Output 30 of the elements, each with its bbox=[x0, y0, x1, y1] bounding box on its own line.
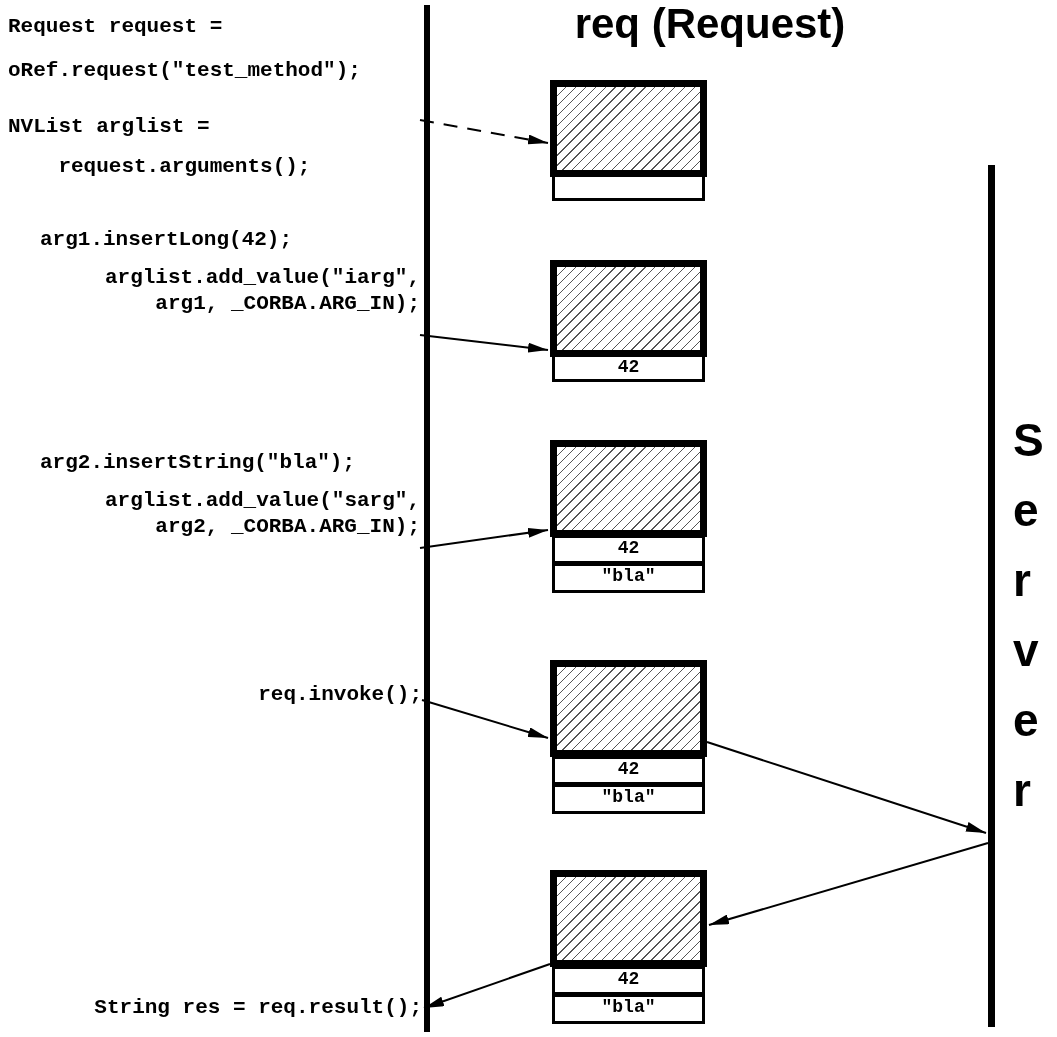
code-line: arglist.add_value("sarg", arg2, _CORBA.ARG_IN); bbox=[103, 488, 420, 540]
value-cell: "bla" bbox=[552, 994, 705, 1024]
value-cell: 42 bbox=[552, 354, 705, 382]
arrow bbox=[708, 842, 989, 926]
code-line: String res = req.result(); bbox=[40, 993, 422, 1029]
value-cell: "bla" bbox=[552, 563, 705, 593]
value-cell: 42 bbox=[552, 966, 705, 995]
hatched-object-box bbox=[550, 440, 707, 537]
code-line: arg1.insertLong(42); bbox=[40, 227, 294, 253]
hatched-object-box bbox=[550, 870, 707, 967]
value-cell: 42 bbox=[552, 535, 705, 564]
title: req (Request) bbox=[573, 0, 847, 49]
code-line: arg2.insertString("bla"); bbox=[40, 450, 357, 476]
hatched-object-box bbox=[550, 80, 707, 177]
arrow bbox=[423, 963, 551, 1009]
server-bar: Server bbox=[988, 165, 1057, 1027]
code-line: NVList arglist = request.arguments(); bbox=[8, 114, 312, 180]
arrow bbox=[421, 699, 549, 739]
code-line: Request request = oRef.request("test_method"); bbox=[8, 14, 362, 84]
arrow bbox=[419, 119, 549, 145]
empty-cell bbox=[552, 174, 705, 201]
hatched-object-box bbox=[550, 660, 707, 757]
arrow bbox=[419, 527, 549, 549]
arrow bbox=[419, 334, 549, 353]
value-cell: "bla" bbox=[552, 784, 705, 814]
hatched-object-box bbox=[550, 260, 707, 357]
arrow bbox=[706, 741, 987, 834]
value-cell: 42 bbox=[552, 756, 705, 785]
code-line: arglist.add_value("iarg", arg1, _CORBA.ARG_IN); bbox=[103, 265, 420, 317]
code-line: req.invoke(); bbox=[190, 680, 422, 716]
